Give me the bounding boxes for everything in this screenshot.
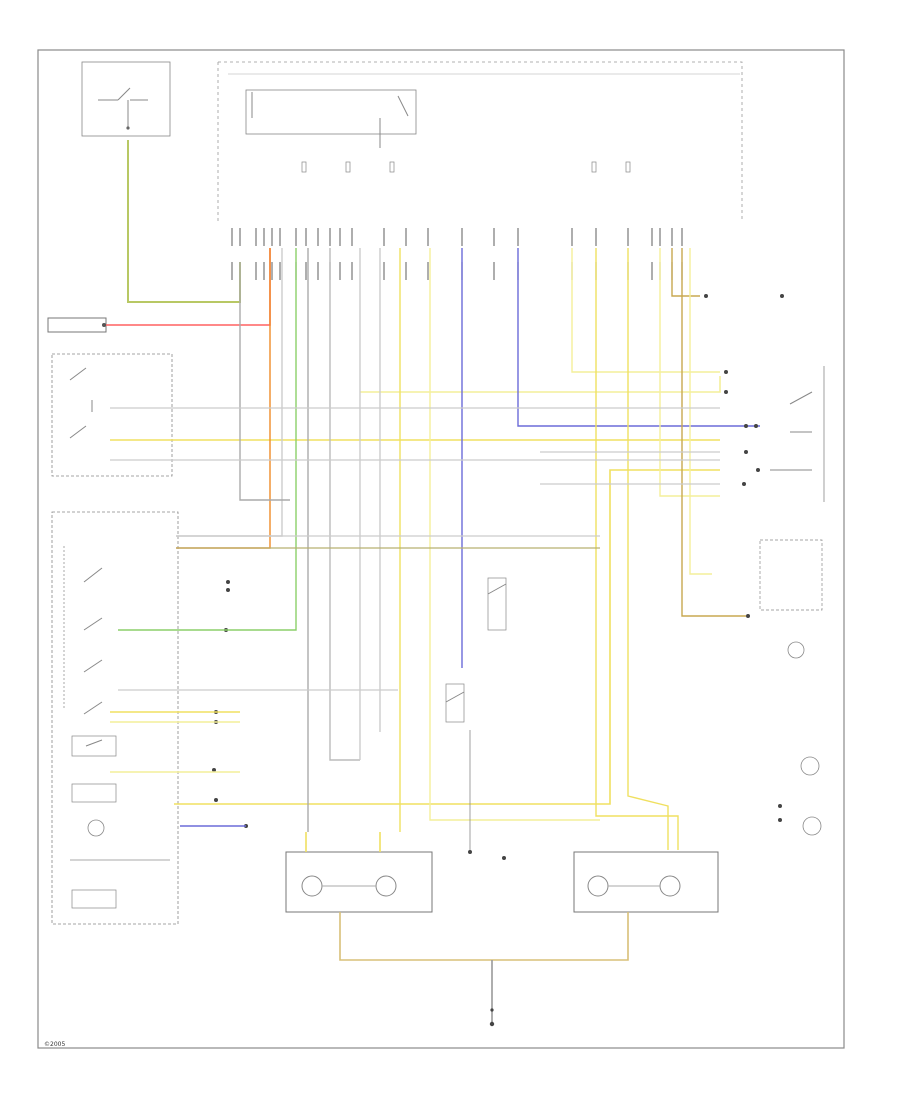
- ground-point: [468, 850, 506, 1027]
- yellow-bus-wires: [110, 376, 721, 827]
- horizontal-wires: [110, 407, 720, 691]
- headlight-switch-box: [51, 511, 179, 925]
- left-connector-dots: [212, 580, 248, 828]
- fuse-box-outline: [217, 61, 743, 224]
- ignition-switch: [81, 61, 171, 137]
- connector-pins-top: [231, 228, 683, 246]
- connector-pins-mid: [231, 262, 683, 280]
- left-headlamp: [285, 851, 433, 913]
- passing-relay: [487, 577, 507, 631]
- fuse-group: [301, 161, 631, 173]
- ground-wires: [305, 832, 629, 1024]
- turn-lamps: [800, 756, 822, 836]
- battery-connector: [47, 317, 107, 333]
- right-connector-dots: [704, 294, 784, 822]
- passing-switch: [770, 366, 825, 502]
- footer-copyright: ©2005: [44, 1041, 65, 1048]
- high-beam-indicator: [759, 539, 823, 659]
- right-headlamp: [573, 851, 719, 913]
- wire-ignition-feed: [127, 140, 241, 303]
- wire-battery-red: [106, 248, 271, 326]
- vertical-wires: [118, 248, 760, 850]
- diagram-frame: [37, 49, 845, 1049]
- dimmer-switch-box: [51, 353, 173, 477]
- daytime-running-module: [445, 683, 471, 852]
- headlight-relay: [245, 89, 417, 148]
